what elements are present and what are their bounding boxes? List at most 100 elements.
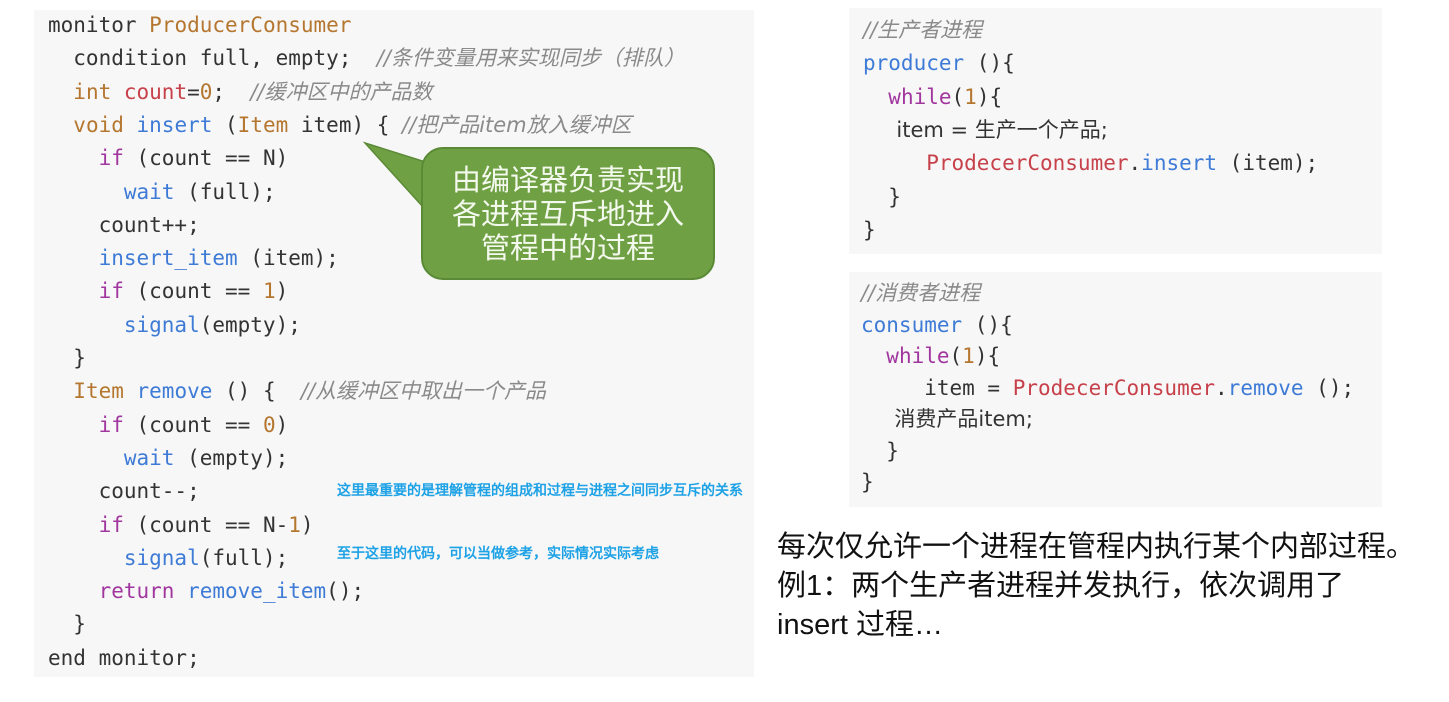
code-token: count--; xyxy=(48,479,200,504)
code-token: count++; xyxy=(48,212,200,237)
code-token: producer xyxy=(863,51,965,76)
code-line: condition full, empty; //条件变量用来实现同步（排队） xyxy=(48,44,685,72)
code-token: ) xyxy=(275,412,289,437)
code-line: return remove_item(); xyxy=(48,577,365,605)
code-line: void insert (Item item) { //把产品item放入缓冲区 xyxy=(48,111,632,139)
code-token: remove xyxy=(136,379,213,404)
code-line: } xyxy=(863,183,901,211)
code-token: signal xyxy=(123,545,200,570)
description-line: insert 过程… xyxy=(777,609,943,641)
code-token: (empty); xyxy=(199,312,301,337)
code-token xyxy=(48,246,99,270)
code-line: 消费产品item; xyxy=(861,405,1033,433)
code-line: signal(full); xyxy=(48,544,288,572)
code-token: condition full, empty; xyxy=(48,46,377,71)
code-line: signal(empty); xyxy=(48,311,301,339)
code-token xyxy=(48,579,99,603)
code-token: if xyxy=(98,279,124,304)
code-token: } xyxy=(863,184,901,209)
description-text: 每次仅允许一个进程在管程内执行某个内部过程。 例1：两个生产者进程并发执行，依次… xyxy=(777,528,1415,645)
code-token: insert xyxy=(1141,151,1218,176)
code-token: (item); xyxy=(1217,151,1319,176)
code-token: } xyxy=(48,612,86,637)
code-line: //消费者进程 xyxy=(861,279,980,307)
code-line: item = 生产一个产品; xyxy=(863,116,1108,144)
code-token: item) { xyxy=(288,112,403,137)
code-line: if (count == N-1) xyxy=(48,511,314,539)
code-token xyxy=(48,146,99,170)
code-line: wait (full); xyxy=(48,178,276,206)
code-token: int xyxy=(73,79,124,104)
code-token: item = xyxy=(861,375,1013,400)
code-token: } xyxy=(861,438,899,463)
code-token: (); xyxy=(326,579,365,604)
code-token: count xyxy=(123,79,188,104)
code-token xyxy=(863,151,926,175)
code-token: . xyxy=(1215,375,1228,400)
code-token: item = 生产一个产品; xyxy=(863,117,1108,142)
code-line: //生产者进程 xyxy=(863,16,982,44)
code-token: (count == xyxy=(123,412,263,437)
code-token: (){ xyxy=(964,51,1015,76)
description-line: 例1：两个生产者进程并发执行，依次调用了 xyxy=(777,570,1345,602)
code-line: producer (){ xyxy=(863,49,1015,77)
code-token: 1 xyxy=(288,512,301,537)
code-token: (count == xyxy=(123,279,263,304)
code-token: //把产品item放入缓冲区 xyxy=(402,112,632,137)
code-token: remove_item xyxy=(187,579,327,604)
code-token: return xyxy=(98,579,188,604)
code-token: ){ xyxy=(974,344,1001,368)
code-token: signal xyxy=(123,312,200,337)
code-line: consumer (){ xyxy=(861,311,1013,339)
code-token: (count == N- xyxy=(123,512,289,537)
code-token xyxy=(48,313,124,337)
code-token xyxy=(48,279,99,303)
code-token xyxy=(861,344,886,368)
code-token xyxy=(48,513,99,537)
code-token: void xyxy=(73,112,137,137)
code-token: (full); xyxy=(174,179,276,204)
code-line: int count=0; //缓冲区中的产品数 xyxy=(48,78,432,106)
code-token: consumer xyxy=(861,312,963,337)
callout-line: 由编译器负责实现 xyxy=(451,163,684,197)
code-token: 0 xyxy=(262,412,276,437)
code-token: (full); xyxy=(199,545,289,570)
callout-line: 各进程互斥地进入 xyxy=(451,197,684,231)
code-token: ( xyxy=(949,344,963,368)
code-token: wait xyxy=(123,179,175,204)
code-token: } xyxy=(861,470,874,494)
code-token xyxy=(48,113,73,137)
code-token: Item xyxy=(237,112,289,137)
code-token: ( xyxy=(951,84,965,109)
code-token: //从缓冲区中取出一个产品 xyxy=(300,379,547,404)
code-token: (){ xyxy=(962,312,1013,337)
code-token xyxy=(48,379,73,403)
code-token: 1 xyxy=(262,279,276,304)
code-token: ; xyxy=(212,79,251,104)
monitor-code-block: monitor ProducerConsumer condition full,… xyxy=(34,10,754,677)
code-token: //生产者进程 xyxy=(863,18,983,42)
code-line: count--; xyxy=(48,477,200,505)
code-token: = xyxy=(187,79,200,104)
code-token: } xyxy=(863,217,876,242)
code-token: if xyxy=(98,412,124,437)
code-line: while(1){ xyxy=(863,83,1002,111)
code-token: (empty); xyxy=(174,445,289,470)
code-token: (item); xyxy=(237,246,339,271)
code-line: } xyxy=(861,468,874,496)
code-token: 消费产品item; xyxy=(861,407,1033,431)
code-line: item = ProdecerConsumer.remove (); xyxy=(861,374,1354,402)
code-line: end monitor; xyxy=(48,644,200,672)
code-token xyxy=(48,446,124,470)
code-token: ) xyxy=(300,512,314,537)
code-token: 0 xyxy=(199,79,213,104)
code-line: if (count == 1) xyxy=(48,277,289,305)
code-line: monitor ProducerConsumer xyxy=(48,11,351,39)
code-token: . xyxy=(1128,151,1142,176)
code-line: } xyxy=(861,437,899,465)
code-token: (count == N) xyxy=(123,146,289,171)
code-token: (); xyxy=(1303,375,1355,400)
code-line: Item remove () { //从缓冲区中取出一个产品 xyxy=(48,377,546,405)
annotation-note: 这里最重要的是理解管程的组成和过程与进程之间同步互斥的关系 至于这里的代码，可以… xyxy=(337,439,743,586)
